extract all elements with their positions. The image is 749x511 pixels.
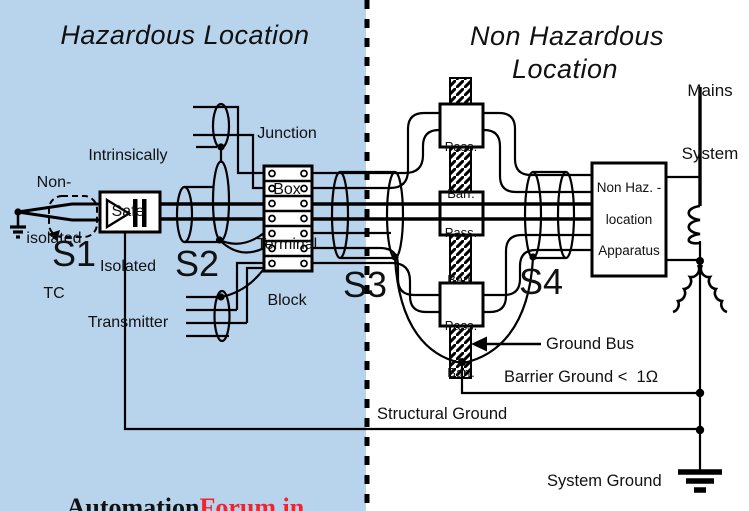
- non-hazardous-zone-title-line1: Non Hazardous: [469, 21, 665, 51]
- non-hazardous-zone-title-line2: Location: [511, 54, 619, 84]
- signal-wires: [123, 105, 702, 472]
- passive-barrier-label-2: Pass. Barr.: [444, 225, 478, 287]
- tc-wire-a: [17, 202, 101, 214]
- wire-row2-to-barrier: [312, 111, 441, 190]
- signal-pair-wires: [160, 202, 592, 221]
- winding-coil-right: [699, 264, 728, 314]
- shield-s2-right: [211, 160, 231, 242]
- system-ground-label: System Ground: [547, 472, 662, 490]
- wire-s2-drain-1: [219, 232, 265, 245]
- wire-s3-drain: [393, 257, 462, 365]
- wire-row1-to-barrier: [312, 128, 441, 175]
- junction-dots: [14, 143, 705, 435]
- hazardous-zone-title: Hazardous Location: [60, 20, 310, 50]
- shield-s3-right: [385, 170, 405, 260]
- thermocouple-symbol: [17, 202, 101, 222]
- passive-barrier-label-1: Pass. Barr.: [444, 139, 478, 201]
- shield-label-s4: S4: [518, 261, 564, 302]
- mains-system-label: Mains System: [681, 81, 739, 163]
- wire-barrier1-out-a: [482, 111, 592, 177]
- wire-top-cable-1: [193, 105, 264, 175]
- branding-watermark: AutomationForum.in: [42, 463, 305, 511]
- passive-barrier-box-2: [438, 190, 485, 237]
- transmitter-isolator-plate-1: [133, 199, 138, 227]
- shield-top-cable: [211, 102, 231, 150]
- signal-pair-through-barrier: [440, 202, 483, 221]
- non-hazardous-apparatus-box: [590, 161, 668, 278]
- apparatus-label-line1: Non Haz. -: [596, 180, 662, 195]
- tc-label: Non- isolated TC: [26, 174, 82, 302]
- wire-bottom-shield-drain: [220, 269, 264, 299]
- structural-ground-label: Structural Ground: [377, 405, 508, 423]
- winding-coil-left: [672, 264, 701, 314]
- passive-barrier-label-3: Pass. Barr.: [444, 318, 478, 380]
- wire-row6-to-barrier: [312, 246, 441, 297]
- branding-prefix: Automation: [66, 492, 200, 511]
- cable-shields: [175, 102, 576, 343]
- wire-barrier-ground: [460, 363, 700, 395]
- passive-barrier-box-1: [438, 102, 485, 149]
- transmitter-label: Intrinsically Safe Isolated Transmitter: [87, 147, 169, 331]
- passive-barrier-boxes: [438, 102, 485, 328]
- branding-suffix: Forum.in: [199, 492, 305, 511]
- tc-ground-symbol: [10, 213, 26, 239]
- wire-structural-ground: [123, 232, 700, 431]
- wire-barrier3-out-b: [482, 233, 592, 314]
- shield-s4-left: [523, 170, 543, 260]
- ground-bus-label: Ground Bus: [546, 335, 635, 353]
- transmitter-isolator-plate-2: [142, 199, 147, 227]
- shield-label-s2: S2: [174, 243, 220, 284]
- junction-box-label: Junction Box Terminal Block: [256, 125, 318, 309]
- tc-wire-b: [17, 210, 101, 222]
- tc-shield-arrow: [48, 230, 60, 241]
- shield-s2-left: [175, 185, 194, 244]
- wire-bottom-cable-up1: [235, 261, 264, 310]
- apparatus-label-line3: Apparatus: [598, 243, 660, 258]
- wire-top-cable-2: [193, 133, 264, 190]
- wire-barrier1-out-b: [482, 128, 592, 194]
- shield-label-s3: S3: [342, 264, 388, 305]
- junction-box-terminal-block: [262, 164, 314, 273]
- shield-s3-left: [330, 170, 350, 260]
- shield-label-s1: S1: [51, 233, 97, 274]
- ground-bus-arrow: [471, 336, 541, 352]
- wire-s2-drain-2: [218, 239, 265, 254]
- wire-row7-to-barrier: [312, 261, 441, 314]
- wire-bottom-cable-up2: [245, 266, 264, 323]
- tc-shield-dashed-outline: [48, 195, 98, 238]
- system-ground-symbol: [678, 469, 722, 493]
- shield-bottom-cable: [213, 289, 231, 343]
- passive-barrier-box-3: [438, 281, 485, 328]
- transmitter-amplifier-symbol: [105, 197, 132, 230]
- shield-s4-right: [556, 170, 576, 260]
- apparatus-label-line2: location: [605, 212, 653, 227]
- barrier-ground-label: Barrier Ground < 1Ω: [504, 368, 659, 386]
- wire-s4-drain: [462, 257, 535, 365]
- mains-choke-coil: [687, 204, 701, 245]
